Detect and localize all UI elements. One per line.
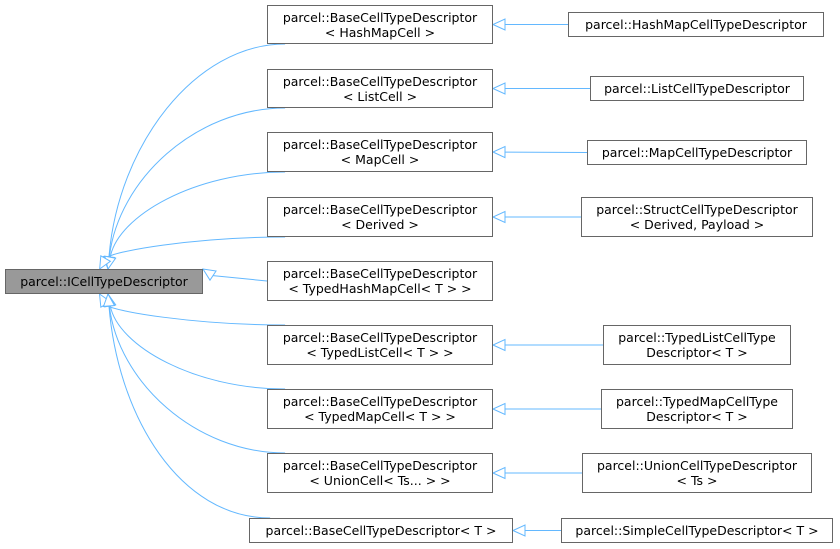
node-label-line1: parcel::BaseCellTypeDescriptor: [282, 137, 478, 152]
edge-base-4-to-root-arrowhead: [201, 268, 217, 282]
node-mapcelltypedescriptor[interactable]: parcel::MapCellTypeDescriptor: [587, 140, 807, 165]
edge-derived-0-to-base-0-arrowhead: [491, 18, 506, 31]
node-label-line2: < TypedHashMapCell< T > >: [288, 281, 472, 296]
edge-derived-2-to-base-2-arrowhead: [491, 145, 506, 159]
node-label-line1: parcel::TypedMapCellType: [615, 394, 779, 409]
edge-base-0-to-root: [108, 43, 286, 258]
node-base-typedmapcell[interactable]: parcel::BaseCellTypeDescriptor < TypedMa…: [267, 389, 493, 429]
node-unioncelltypedescriptor[interactable]: parcel::UnionCellTypeDescriptor < Ts >: [582, 453, 812, 493]
node-label-line2: < TypedMapCell< T > >: [304, 409, 456, 424]
node-label-line2: < HashMapCell >: [324, 24, 436, 40]
node-label-line1: parcel::TypedListCellType: [618, 330, 776, 345]
node-base-derived[interactable]: parcel::BaseCellTypeDescriptor < Derived…: [267, 197, 493, 237]
edge-base-3-to-root-arrowhead: [99, 255, 112, 271]
node-label-line1: parcel::BaseCellTypeDescriptor: [282, 266, 478, 281]
edge-base-8-to-root-arrowhead: [102, 292, 116, 307]
node-typedmapcelltypedescriptor[interactable]: parcel::TypedMapCellType Descriptor< T >: [601, 389, 793, 429]
node-base-listcell[interactable]: parcel::BaseCellTypeDescriptor < ListCel…: [267, 69, 493, 108]
node-listcelltypedescriptor[interactable]: parcel::ListCellTypeDescriptor: [590, 76, 804, 101]
node-label-line2: Descriptor< T >: [646, 345, 748, 360]
node-label-line1: parcel::BaseCellTypeDescriptor: [282, 394, 478, 409]
edge-derived-3-to-base-3-arrowhead: [491, 210, 506, 224]
node-label-line1: parcel::SimpleCellTypeDescriptor< T >: [575, 523, 819, 538]
node-label-line1: parcel::BaseCellTypeDescriptor: [282, 9, 478, 25]
node-base-hashmapcell[interactable]: parcel::BaseCellTypeDescriptor < HashMap…: [267, 5, 493, 44]
edge-base-8-to-root: [108, 305, 271, 519]
edge-derived-7-to-base-7-arrowhead: [491, 466, 506, 480]
edge-base-1-to-root: [108, 107, 286, 258]
node-label-line1: parcel::UnionCellTypeDescriptor: [596, 458, 798, 473]
node-label-line2: < ListCell >: [342, 88, 418, 104]
node-simplecelltypedescriptor[interactable]: parcel::SimpleCellTypeDescriptor< T >: [561, 518, 833, 543]
node-hashmapcelltypedescriptor[interactable]: parcel::HashMapCellTypeDescriptor: [568, 12, 824, 37]
edge-derived-6-to-base-6-arrowhead: [491, 402, 506, 416]
edge-base-3-to-root: [105, 236, 286, 259]
node-label-line2: < TypedListCell< T > >: [306, 345, 454, 360]
node-label-line2: < Derived >: [341, 217, 419, 232]
edge-base-5-to-root: [105, 303, 286, 326]
node-label-line1: parcel::BaseCellTypeDescriptor: [282, 330, 478, 345]
node-label-line1: parcel::ListCellTypeDescriptor: [604, 81, 790, 96]
node-label-line1: parcel::HashMapCellTypeDescriptor: [585, 17, 807, 32]
node-label-line1: parcel::MapCellTypeDescriptor: [601, 145, 793, 160]
node-label-line2: < UnionCell< Ts... > >: [309, 473, 451, 488]
node-label-line1: parcel::BaseCellTypeDescriptor: [282, 458, 478, 473]
node-base-mapcell[interactable]: parcel::BaseCellTypeDescriptor < MapCell…: [267, 132, 493, 172]
node-label-line1: parcel::BaseCellTypeDescriptor< T >: [265, 523, 497, 538]
edge-base-6-to-root: [109, 305, 286, 390]
node-typedlistcelltypedescriptor[interactable]: parcel::TypedListCellType Descriptor< T …: [603, 325, 791, 365]
edge-derived-5-to-base-5-arrowhead: [491, 338, 506, 352]
node-base-t[interactable]: parcel::BaseCellTypeDescriptor< T >: [249, 518, 513, 543]
edge-base-2-to-root: [109, 171, 286, 258]
node-label-line1: parcel::BaseCellTypeDescriptor: [282, 202, 478, 217]
node-label-line1: parcel::StructCellTypeDescriptor: [596, 202, 798, 217]
node-label-line2: < Derived, Payload >: [629, 217, 765, 232]
node-label-line2: Descriptor< T >: [646, 409, 748, 424]
edge-derived-1-to-base-1-arrowhead: [491, 82, 506, 95]
node-label: parcel::ICellTypeDescriptor: [20, 274, 188, 289]
edge-base-7-to-root: [108, 305, 286, 454]
node-base-typedhashmapcell[interactable]: parcel::BaseCellTypeDescriptor < TypedHa…: [267, 261, 493, 301]
node-icelltypedescriptor[interactable]: parcel::ICellTypeDescriptor: [5, 269, 203, 294]
node-label-line2: < Ts >: [676, 473, 718, 488]
node-base-unioncell[interactable]: parcel::BaseCellTypeDescriptor < UnionCe…: [267, 453, 493, 493]
node-base-typedlistcell[interactable]: parcel::BaseCellTypeDescriptor < TypedLi…: [267, 325, 493, 365]
node-label-line2: < MapCell >: [340, 152, 420, 167]
node-label-line1: parcel::BaseCellTypeDescriptor: [282, 73, 478, 89]
node-structcelltypedescriptor[interactable]: parcel::StructCellTypeDescriptor < Deriv…: [581, 197, 813, 237]
edge-derived-8-to-base-8-arrowhead: [511, 524, 526, 537]
edge-base-4-to-root: [212, 275, 268, 282]
